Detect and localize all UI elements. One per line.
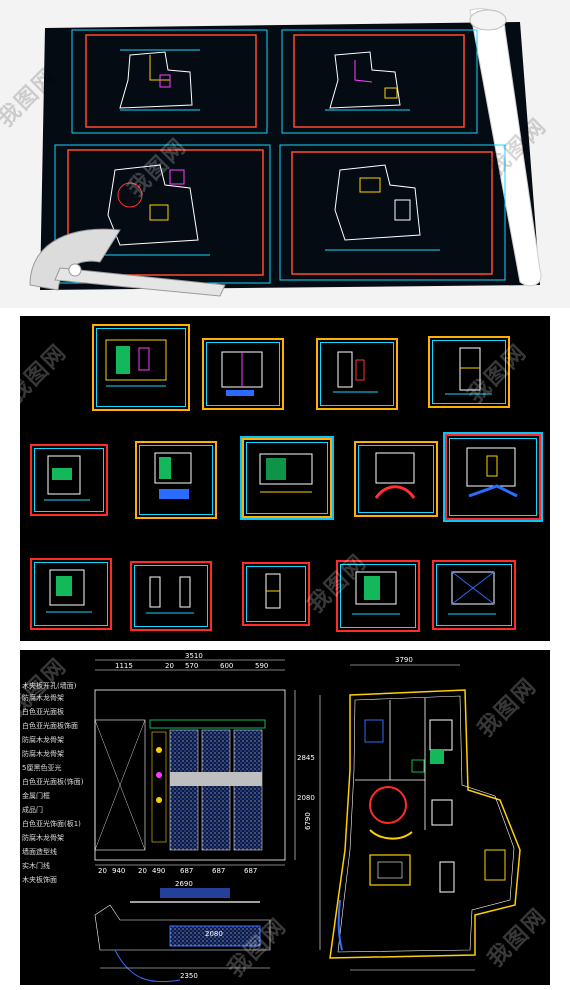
dim-bot-4: 490	[152, 867, 165, 875]
label-14: 实木门线	[22, 861, 50, 870]
dim-bot-5: 687	[180, 867, 193, 875]
elevation-sheet	[242, 562, 310, 626]
label-6: 防腐木龙骨架	[22, 749, 64, 758]
elevation-sheet	[135, 441, 217, 519]
dim-top-total: 3510	[185, 652, 203, 660]
dim-top-5: 590	[255, 662, 268, 670]
elevation-grid-panel: 我图网 我图网 我图网	[20, 316, 550, 641]
label-15: 木夹板饰面	[22, 875, 57, 884]
label-1: 木夹板开孔(墙面)	[22, 681, 77, 690]
apartment-floorplan: 3790 6790	[304, 656, 521, 971]
floorplan-sheet-2	[281, 29, 478, 134]
dim-top-4: 600	[220, 662, 233, 670]
label-3: 白色亚光面板	[22, 707, 64, 716]
label-8: 白色亚光面板(饰面)	[22, 777, 84, 786]
dim-bot-7: 687	[244, 867, 257, 875]
watermark: 我图网	[20, 338, 72, 408]
elevation-sheet	[92, 324, 190, 411]
dim-bot-2: 940	[112, 867, 125, 875]
dim-plan-top: 3790	[395, 656, 413, 664]
label-9: 金属门框	[22, 791, 50, 800]
dim-top-3: 570	[185, 662, 198, 670]
dim-right-1: 2845	[297, 754, 315, 762]
label-10: 成品门	[22, 805, 43, 814]
elevation-sheet	[445, 434, 541, 520]
annotation-labels: 木夹板开孔(墙面) 防腐木龙骨架 白色亚光面板 白色亚光面板饰面 防腐木龙骨架 …	[22, 681, 84, 884]
floorplan-sheet-4	[279, 144, 506, 281]
dim-right-2: 2080	[297, 794, 315, 802]
dim-bot-total: 2690	[175, 880, 193, 888]
elevation-sheet	[30, 558, 112, 630]
dim-detail-2: 2350	[180, 972, 198, 980]
cad-detail-drawing: 3510 1115 20 570 600 590	[22, 652, 521, 983]
elevation-sheet	[354, 441, 438, 517]
label-4: 白色亚光面板饰面	[22, 721, 78, 730]
detail-panel: 3510 1115 20 570 600 590	[20, 650, 550, 985]
wardrobe-elevation: 3510 1115 20 570 600 590	[22, 652, 315, 983]
dim-plan-left: 6790	[304, 812, 312, 830]
elevation-sheet	[428, 336, 510, 408]
label-7: 5厘黑色亚光	[22, 763, 61, 772]
elevation-sheet	[336, 560, 420, 632]
label-5: 防腐木龙骨架	[22, 735, 64, 744]
paper-drawing	[29, 8, 542, 297]
label-2: 防腐木龙骨架	[22, 693, 64, 702]
dim-bot-1: 20	[98, 867, 107, 875]
protractor-icon	[29, 228, 226, 297]
dim-bot-3: 20	[138, 867, 147, 875]
dim-top-2: 20	[165, 662, 174, 670]
plan-detail: 2080 2350	[94, 904, 271, 983]
elevation-sheet	[432, 560, 516, 630]
elevation-sheet	[130, 561, 212, 631]
elevation-sheet	[242, 438, 332, 518]
label-12: 防腐木龙骨架	[22, 833, 64, 842]
elevation-sheet	[316, 338, 398, 410]
elevation-sheet	[30, 444, 108, 516]
label-11: 白色亚光饰面(板1)	[22, 819, 81, 828]
top-preview-panel: 我图网 我图网 我图网	[0, 0, 570, 308]
dim-bot-6: 687	[212, 867, 225, 875]
label-13: 墙面造型线	[22, 847, 57, 856]
dim-detail-1: 2080	[205, 930, 223, 938]
floorplan-sheet-1	[71, 29, 268, 134]
elevation-sheet	[202, 338, 284, 410]
dim-top-1: 1115	[115, 662, 133, 670]
